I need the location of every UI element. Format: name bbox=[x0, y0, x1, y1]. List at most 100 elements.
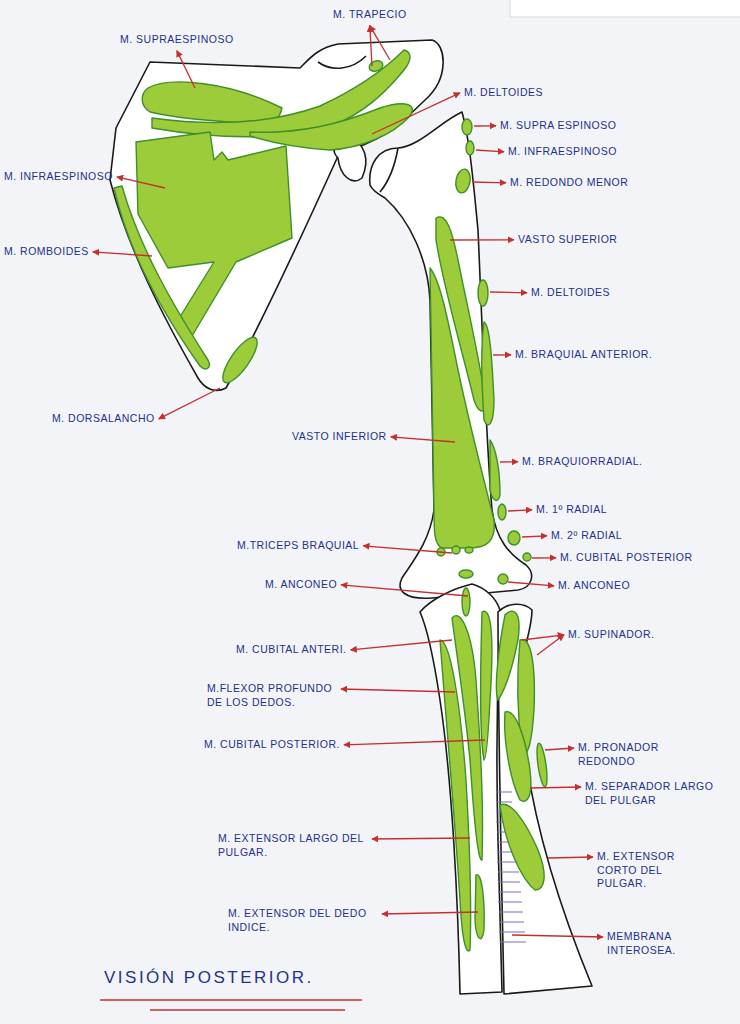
leader-arrow bbox=[508, 510, 532, 511]
muscle-label: M. BRAQUIAL ANTERIOR. bbox=[515, 348, 652, 362]
leader-arrow bbox=[370, 26, 372, 66]
muscle-label: M. ANCONEO bbox=[558, 579, 630, 593]
leader-arrow bbox=[117, 177, 165, 188]
extensor-carpi-ulnaris-area bbox=[481, 611, 492, 760]
radial-2-spot bbox=[508, 531, 520, 545]
trapezius-spot bbox=[368, 59, 385, 73]
leader-arrow bbox=[450, 239, 514, 240]
ulnar-spot bbox=[523, 553, 531, 561]
latissimus-area bbox=[217, 333, 263, 388]
leader-arrow bbox=[512, 935, 603, 937]
extensor-indicis-area bbox=[475, 875, 484, 939]
supraspinatus-spot bbox=[462, 119, 472, 135]
triceps-spot bbox=[465, 547, 473, 553]
vastus-inferior-area bbox=[430, 268, 494, 548]
muscle-label: M. INFRAESPINOSO bbox=[508, 145, 617, 159]
leader-arrow bbox=[177, 51, 195, 88]
muscle-label: MEMBRANA INTEROSEA. bbox=[607, 930, 707, 957]
muscle-label: M. EXTENSOR LARGO DEL PULGAR. bbox=[218, 832, 368, 859]
leader-arrow bbox=[474, 125, 496, 126]
muscle-label: M. EXTENSOR DEL DEDO INDICE. bbox=[228, 907, 378, 934]
leader-arrow bbox=[530, 787, 581, 788]
muscle-label: M. TRAPECIO bbox=[333, 8, 407, 22]
anconeus-spot bbox=[498, 574, 508, 584]
muscle-label: M. SUPINADOR. bbox=[568, 628, 654, 642]
hatch-line bbox=[499, 912, 523, 913]
anconeus-strip bbox=[462, 588, 470, 616]
hatch-line bbox=[498, 882, 520, 883]
leader-arrow bbox=[341, 585, 468, 596]
leader-arrow bbox=[490, 291, 527, 293]
infraspinatus-spot bbox=[466, 141, 474, 155]
leader-arrow bbox=[372, 838, 470, 839]
muscle-label: M. SUPRAESPINOSO bbox=[120, 33, 234, 47]
leader-arrow bbox=[351, 640, 452, 650]
humerus-outline bbox=[370, 112, 532, 598]
muscle-label: M. DELTOIDES bbox=[464, 86, 543, 100]
muscle-label: M. SUPRA ESPINOSO bbox=[500, 119, 616, 133]
ulna-outline bbox=[420, 584, 502, 994]
leader-arrow bbox=[522, 536, 547, 537]
leader-arrow bbox=[159, 388, 220, 419]
abductor-pollicis-area bbox=[505, 712, 531, 802]
leader-arrow bbox=[372, 93, 460, 134]
muscle-label: M. 2º RADIAL bbox=[551, 529, 622, 543]
muscle-label: M. CUBITAL POSTERIOR. bbox=[204, 738, 340, 752]
leader-arrow bbox=[508, 582, 554, 586]
leader-arrow bbox=[545, 748, 574, 750]
leader-arrow bbox=[341, 689, 455, 692]
scapula-outline bbox=[110, 40, 443, 390]
supraspinatus-area bbox=[142, 82, 282, 124]
muscle-label: VASTO INFERIOR bbox=[292, 430, 387, 444]
hatch-line bbox=[496, 792, 512, 793]
muscle-label: M. ROMBOIDES bbox=[4, 245, 89, 259]
muscle-label: M. 1º RADIAL bbox=[536, 503, 607, 517]
leader-arrow bbox=[93, 252, 152, 256]
paper-slip bbox=[510, 0, 740, 17]
leader-arrow bbox=[370, 26, 390, 60]
muscle-label: M. BRAQUIORRADIAL. bbox=[522, 455, 642, 469]
muscle-label: M. SEPARADOR LARGO DEL PULGAR bbox=[585, 780, 725, 807]
underline bbox=[100, 999, 362, 1000]
hatch-line bbox=[499, 922, 524, 923]
triceps-spot bbox=[452, 546, 460, 554]
hatch-line bbox=[497, 862, 518, 863]
radial-1-spot bbox=[498, 504, 506, 520]
hatch-line bbox=[498, 902, 522, 903]
leader-arrow bbox=[382, 912, 478, 914]
leader-arrow bbox=[548, 857, 593, 858]
muscle-label: M. PRONADOR REDONDO bbox=[578, 741, 683, 768]
underline bbox=[150, 1009, 345, 1010]
muscle-label: M.TRICEPS BRAQUIAL bbox=[237, 539, 359, 553]
hatch-line bbox=[500, 942, 526, 943]
leader-arrow bbox=[363, 546, 452, 553]
muscle-label: M. EXTENSOR CORTO DEL PULGAR. bbox=[597, 850, 692, 891]
leader-arrow bbox=[537, 635, 564, 655]
leader-arrow bbox=[344, 740, 485, 745]
muscle-label: M.FLEXOR PROFUNDO DE LOS DEDOS. bbox=[207, 682, 337, 709]
hatch-line bbox=[499, 932, 525, 933]
muscle-label: M. CUBITAL POSTERIOR bbox=[560, 551, 693, 565]
brachialis-area bbox=[482, 322, 494, 425]
leader-arrow bbox=[532, 557, 556, 558]
brachioradialis-area bbox=[490, 440, 500, 500]
muscle-label: M. ANCONEO bbox=[265, 578, 337, 592]
extensor-brevis-area bbox=[500, 804, 544, 890]
acromion-line bbox=[318, 56, 366, 68]
hatch-line bbox=[498, 872, 519, 873]
muscle-label: VASTO SUPERIOR bbox=[518, 233, 617, 247]
infraspinatus-area bbox=[136, 132, 292, 336]
rhomboid-area bbox=[114, 186, 209, 369]
anconeus-spot bbox=[459, 570, 473, 578]
muscle-label: M. CUBITAL ANTERI. bbox=[236, 643, 347, 657]
teres-minor-spot bbox=[454, 168, 472, 194]
title-underline bbox=[100, 1000, 362, 1010]
muscle-attachments bbox=[114, 50, 549, 951]
deltoid-spot bbox=[478, 280, 488, 306]
hatch-line bbox=[496, 802, 512, 803]
muscle-label: M. DORSALANCHO bbox=[52, 412, 155, 426]
muscle-label: M. DELTOIDES bbox=[531, 286, 610, 300]
view-title: VISIÓN POSTERIOR. bbox=[104, 968, 314, 988]
leader-arrow bbox=[493, 354, 511, 355]
